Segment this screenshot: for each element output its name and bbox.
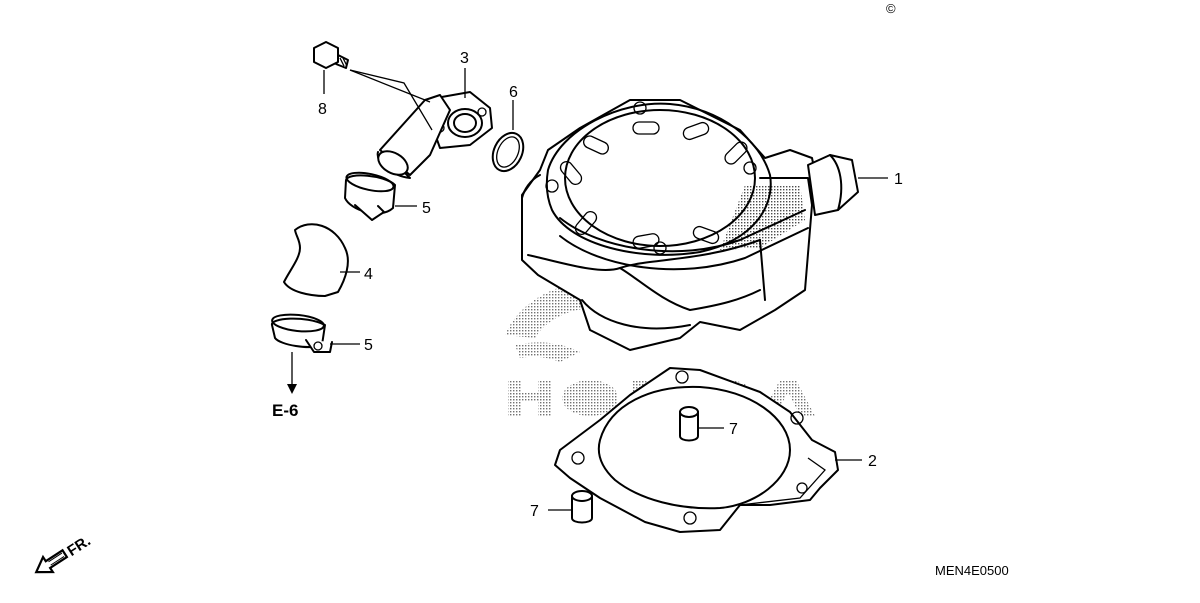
reference-arrow-head xyxy=(287,384,297,394)
o-ring-part-6[interactable] xyxy=(487,128,529,176)
callout-1: 1 xyxy=(894,171,903,188)
callout-3: 3 xyxy=(460,50,469,67)
callout-6: 6 xyxy=(509,84,518,101)
water-hose-joint-part-3[interactable] xyxy=(374,91,493,180)
gasket-part-2[interactable] xyxy=(554,367,839,533)
dowel-pin-part-7b[interactable] xyxy=(571,490,593,524)
leader-lines xyxy=(287,68,888,511)
front-direction-arrow: FR. xyxy=(34,532,94,574)
callout-5-upper: 5 xyxy=(422,200,431,217)
cylinder-part-1[interactable] xyxy=(521,99,859,351)
dowel-pin-part-7a[interactable] xyxy=(679,406,699,442)
hose-clamp-part-5a[interactable] xyxy=(344,169,396,221)
bolt-part-8[interactable] xyxy=(313,41,349,69)
callout-4: 4 xyxy=(364,266,373,283)
callout-2: 2 xyxy=(868,453,877,470)
section-reference-link[interactable]: E-6 xyxy=(272,401,298,420)
o-ring-inner-edge xyxy=(496,136,520,168)
callout-7-lower: 7 xyxy=(530,503,539,520)
copyright-mark: © xyxy=(886,1,896,16)
diagram-code: MEN4E0500 xyxy=(935,563,1009,578)
callout-8: 8 xyxy=(318,101,327,118)
front-label: FR. xyxy=(64,532,94,559)
callout-5-lower: 5 xyxy=(364,337,373,354)
callout-7-upper: 7 xyxy=(729,421,738,438)
water-hose-part-4[interactable] xyxy=(283,223,349,297)
hose-clamp-part-5b[interactable] xyxy=(271,312,333,353)
